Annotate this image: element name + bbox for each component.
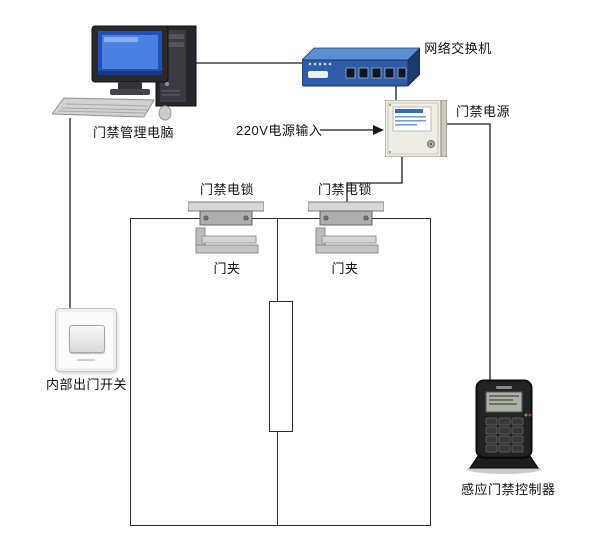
door-center-strip bbox=[269, 301, 293, 432]
label-electric-lock-right: 门禁电锁 bbox=[318, 182, 373, 197]
access-controller-image bbox=[464, 378, 548, 476]
label-220v-input: 220V电源输入 bbox=[236, 123, 323, 138]
electric-lock-left bbox=[188, 200, 264, 256]
switch-logo bbox=[308, 71, 328, 78]
wire-psu-to-controller bbox=[447, 123, 491, 382]
management-computer-image bbox=[52, 20, 202, 122]
network-switch-image bbox=[302, 46, 420, 90]
computer-mouse bbox=[158, 105, 172, 121]
psu-sticker bbox=[392, 106, 432, 132]
door-clamp-right bbox=[315, 227, 379, 254]
switch-leds bbox=[308, 62, 332, 66]
exit-button-engraving bbox=[77, 359, 95, 361]
label-management-computer: 门禁管理电脑 bbox=[93, 125, 175, 140]
computer-keyboard bbox=[52, 97, 155, 118]
label-network-switch: 网络交换机 bbox=[424, 41, 492, 56]
exit-button-pad bbox=[69, 325, 105, 353]
label-access-power: 门禁电源 bbox=[455, 104, 510, 119]
door-clamp-left bbox=[195, 227, 259, 254]
controller-screen bbox=[485, 391, 523, 413]
computer-monitor bbox=[91, 25, 169, 95]
arrowhead-220v bbox=[373, 125, 384, 135]
wire-psu-to-lock bbox=[346, 157, 403, 202]
door-left bbox=[130, 218, 278, 526]
electric-lock-right bbox=[308, 200, 384, 256]
label-electric-lock-left: 门禁电锁 bbox=[200, 182, 255, 197]
controller-keypad bbox=[485, 417, 524, 453]
exit-button-image bbox=[55, 308, 117, 372]
label-door-clamp-right: 门夹 bbox=[331, 261, 359, 276]
label-exit-button: 内部出门开关 bbox=[46, 377, 128, 392]
label-door-clamp-left: 门夹 bbox=[213, 261, 241, 276]
controller-logo bbox=[496, 386, 512, 389]
label-access-controller: 感应门禁控制器 bbox=[461, 482, 556, 497]
switch-ports bbox=[345, 67, 407, 79]
access-power-supply-image bbox=[385, 100, 447, 157]
